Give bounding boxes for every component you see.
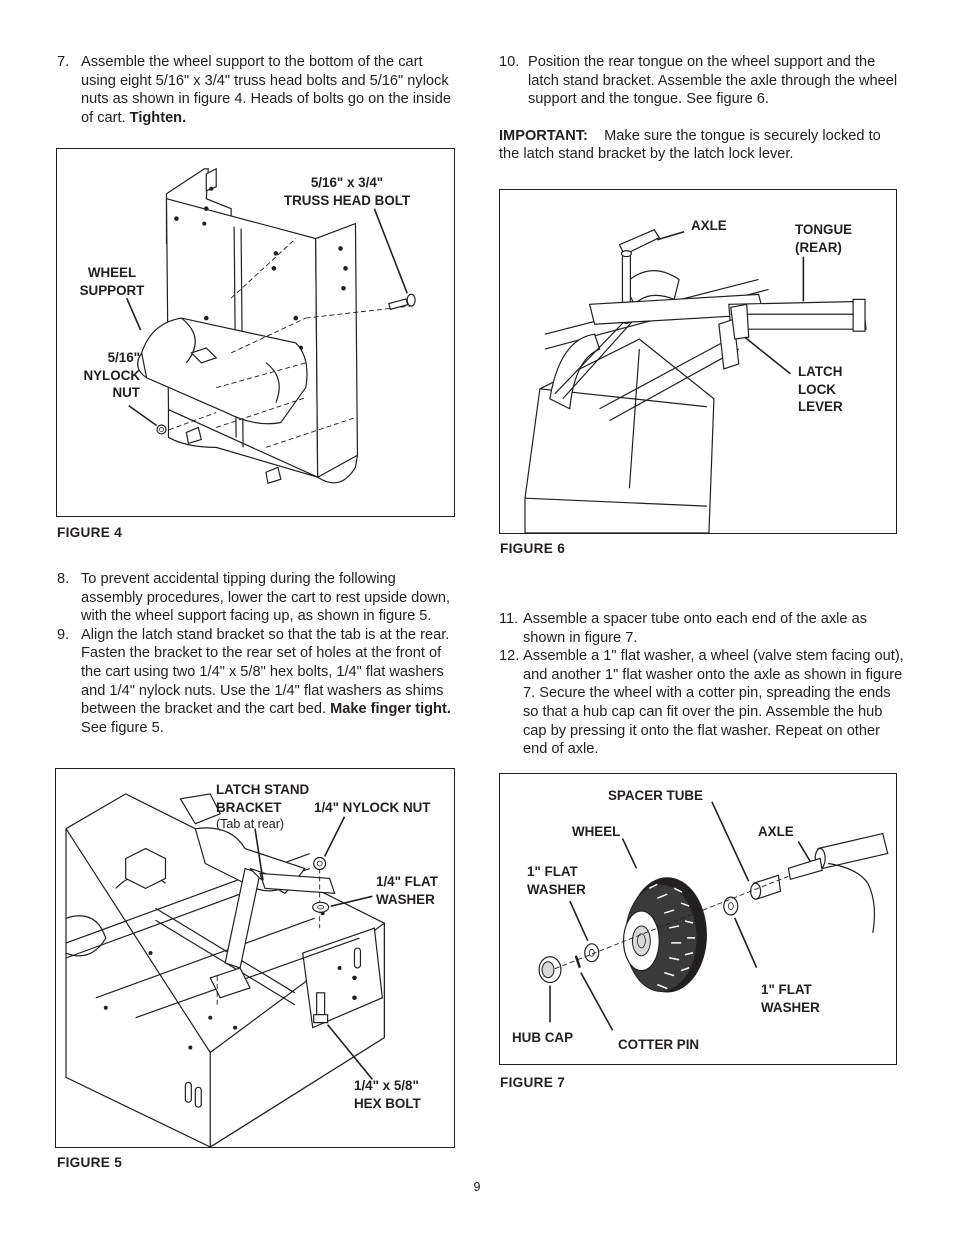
step-tail: See figure 5. — [81, 719, 164, 736]
step-10: 10. Position the rear tongue on the whee… — [499, 53, 904, 164]
callout-latch-stand-bracket: LATCH STAND BRACKET (Tab at rear) — [216, 782, 310, 831]
step-emphasis: Tighten. — [129, 109, 187, 126]
callout-flat-washer: 1/4" FLAT WASHER — [376, 874, 438, 907]
callout-nylock-nut: 1/4" NYLOCK NUT — [314, 800, 431, 815]
figure-4-illustration: 5/16" x 3/4" TRUSS HEAD BOLT WHEEL SUPPO… — [56, 148, 455, 517]
spacer-tube-icon — [750, 874, 782, 900]
step-text: Assemble a 1" flat washer, a wheel (valv… — [523, 648, 904, 758]
callout-truss-bolt: 5/16" x 3/4" TRUSS HEAD BOLT — [283, 175, 411, 208]
callout-axle: AXLE — [758, 824, 794, 839]
callout-axle: AXLE — [691, 218, 727, 233]
callout-latch-lock-lever: LATCH LOCK LEVER — [798, 364, 843, 414]
steps-8-9: 8. To prevent accidental tipping during … — [57, 570, 457, 737]
callout-wheel-support: WHEEL SUPPORT — [79, 265, 145, 298]
step-number: 7. — [57, 54, 70, 70]
callout-flat-washer-inner: 1" FLAT WASHER — [527, 864, 586, 897]
cotter-pin-icon — [574, 955, 581, 969]
step-emphasis: Make finger tight. — [330, 701, 451, 718]
figure-5-caption: FIGURE 5 — [57, 1155, 123, 1170]
tongue-axle-drawing — [524, 229, 867, 533]
callout-hex-bolt: 1/4" x 5/8" HEX BOLT — [354, 1078, 421, 1111]
page-number: 9 — [473, 1180, 481, 1194]
step-number: 12. — [499, 648, 520, 665]
nylock-nut-icon — [313, 856, 327, 871]
important-text: Make sure the tongue is securely locked … — [499, 127, 881, 163]
important-note: IMPORTANT: Make sure the tongue is secur… — [499, 127, 904, 164]
latch-lever-icon — [718, 303, 750, 370]
important-label: IMPORTANT: — [499, 127, 588, 144]
callout-spacer-tube: SPACER TUBE — [608, 788, 703, 803]
steps-11-12: 11. Assemble a spacer tube onto each end… — [499, 610, 904, 759]
figure-5-illustration: LATCH STAND BRACKET (Tab at rear) 1/4" N… — [55, 768, 455, 1148]
step-number: 10. — [499, 54, 520, 70]
callout-flat-washer-outer: 1" FLAT WASHER — [761, 982, 820, 1015]
step-number: 9. — [57, 626, 70, 643]
step-text: To prevent accidental tipping during the… — [81, 571, 451, 625]
wheel-assembly-drawing — [538, 801, 889, 1031]
nylock-nut-icon — [156, 424, 167, 435]
figure-4-caption: FIGURE 4 — [57, 525, 123, 540]
latch-stand-bracket-drawing — [65, 793, 385, 1147]
step-text: Assemble a spacer tube onto each end of … — [523, 611, 867, 646]
step-text: Position the rear tongue on the wheel su… — [528, 54, 898, 108]
step-text: Align the latch stand bracket so that th… — [81, 626, 450, 718]
step-text: Assemble the wheel support to the bottom… — [81, 54, 451, 126]
figure-7-caption: FIGURE 7 — [500, 1075, 566, 1090]
wheel-support-drawing — [125, 167, 416, 484]
figure-7-illustration: SPACER TUBE WHEEL AXLE 1" FLAT WASHER 1"… — [499, 773, 897, 1065]
callout-nylock-nut: 5/16" NYLOCK NUT — [83, 350, 140, 400]
flat-washer-icon — [584, 943, 600, 963]
flat-washer-icon — [723, 896, 739, 916]
wheel-icon — [622, 877, 707, 993]
callout-hub-cap: HUB CAP — [512, 1030, 574, 1045]
figure-6-caption: FIGURE 6 — [500, 541, 566, 556]
tongue-icon — [728, 298, 867, 332]
callout-cotter-pin: COTTER PIN — [618, 1037, 700, 1052]
step-number: 8. — [57, 571, 70, 587]
step-number: 11. — [499, 611, 519, 627]
flat-washer-icon — [312, 901, 330, 913]
hex-bolt-icon — [313, 992, 329, 1024]
callout-wheel: WHEEL — [572, 824, 621, 839]
truss-bolt-icon — [388, 293, 416, 311]
axle-icon — [787, 832, 889, 934]
hub-cap-icon — [538, 956, 562, 984]
step-7: 7. Assemble the wheel support to the bot… — [57, 53, 457, 127]
figure-6-illustration: AXLE TONGUE (REAR) LATCH LOCK LEVER — [499, 189, 897, 534]
callout-tongue: TONGUE (REAR) — [795, 222, 853, 255]
